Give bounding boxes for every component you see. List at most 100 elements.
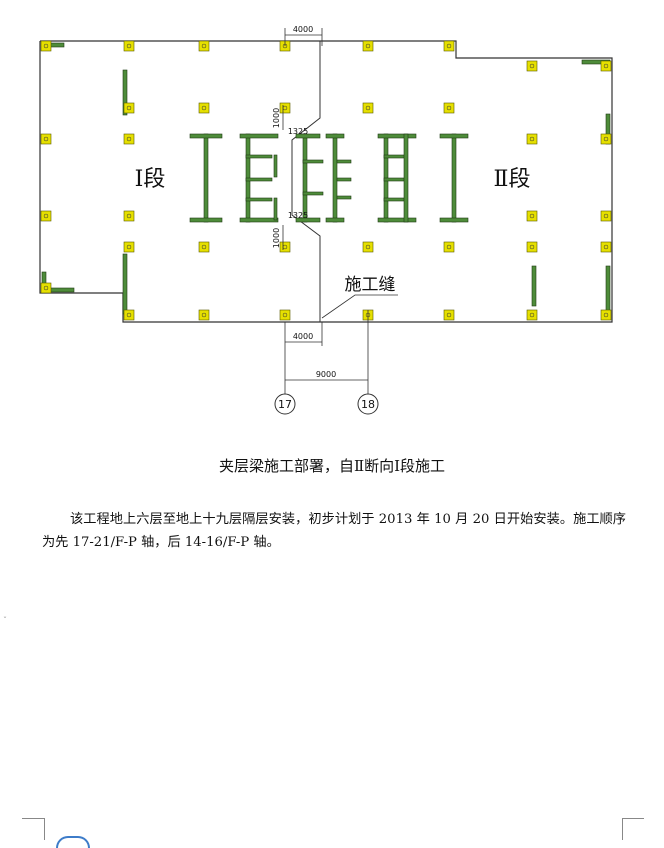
wall-segment: [302, 191, 324, 196]
dimension-vertical-lower: 1000: [272, 228, 281, 248]
column-marker: [600, 210, 612, 222]
column-marker: [40, 133, 52, 145]
wall-segment: [377, 133, 417, 139]
margin-mark: ˇ: [3, 616, 7, 625]
column-center-mark: [201, 105, 207, 111]
page-corner-mark-left-top: [22, 818, 44, 819]
column-marker: [40, 40, 52, 52]
wall-segment: [239, 133, 279, 139]
column-center-mark: [201, 312, 207, 318]
column-marker: [362, 102, 374, 114]
column-center-mark: [43, 213, 49, 219]
wall-segment: [451, 133, 457, 223]
wall-segment: [239, 217, 279, 223]
column-center-mark: [365, 105, 371, 111]
column-marker: [40, 282, 52, 294]
column-center-mark: [446, 105, 452, 111]
column-marker: [443, 309, 455, 321]
column-center-mark: [201, 244, 207, 250]
wall-segment: [325, 217, 345, 223]
dimension-top: 4000: [293, 25, 313, 34]
column-center-mark: [201, 43, 207, 49]
column-center-mark: [446, 312, 452, 318]
column-marker: [123, 210, 135, 222]
dimension-lines: [282, 28, 398, 395]
wall-segment: [325, 133, 345, 139]
column-center-mark: [43, 285, 49, 291]
column-center-mark: [43, 136, 49, 142]
column-center-mark: [126, 312, 132, 318]
column-marker: [279, 241, 291, 253]
wall-segment: [336, 159, 352, 164]
wall-segment: [189, 217, 223, 223]
shear-walls: [41, 42, 611, 317]
column-center-mark: [529, 244, 535, 250]
dimension-small-lower: 1325: [288, 211, 308, 220]
wall-segment: [403, 133, 409, 223]
axis-bubble-17: [274, 393, 296, 415]
column-center-mark: [603, 63, 609, 69]
column-marker: [443, 241, 455, 253]
wall-segment: [383, 177, 407, 182]
wall-segment: [439, 133, 469, 139]
wall-segment: [122, 69, 128, 116]
column-center-mark: [529, 312, 535, 318]
column-center-mark: [603, 244, 609, 250]
column-center-mark: [446, 244, 452, 250]
column-center-mark: [365, 244, 371, 250]
column-center-mark: [603, 312, 609, 318]
footer-logo-icon: [56, 836, 90, 848]
wall-segment: [439, 217, 469, 223]
wall-segment: [295, 217, 321, 223]
wall-segment: [336, 177, 352, 182]
dimension-bottom: 4000: [293, 332, 313, 341]
column-marker: [40, 210, 52, 222]
wall-segment: [605, 265, 611, 317]
page-corner-mark-right: [622, 818, 645, 840]
zone-label-left: Ⅰ段: [135, 167, 166, 192]
column-center-mark: [126, 213, 132, 219]
column-marker: [198, 40, 210, 52]
wall-segment: [377, 217, 417, 223]
column-center-mark: [43, 43, 49, 49]
floor-plan-drawing: 17 18 4000 4000 9000 1000 1000 1325 1325…: [39, 25, 613, 415]
wall-segment: [49, 42, 65, 48]
axis-label-17: 17: [278, 398, 292, 411]
wall-segment: [122, 253, 128, 315]
building-outline: [39, 40, 613, 323]
wall-segment: [245, 177, 273, 182]
wall-segment: [302, 159, 324, 164]
wall-segment: [302, 133, 308, 223]
column-center-mark: [126, 105, 132, 111]
column-marker: [198, 102, 210, 114]
column-marker: [123, 102, 135, 114]
column-marker: [198, 309, 210, 321]
page-corner-mark-right-top: [622, 818, 644, 819]
column-marker: [123, 241, 135, 253]
wall-segment: [531, 265, 537, 307]
column-marker: [526, 60, 538, 72]
column-center-mark: [529, 136, 535, 142]
column-marker: [362, 241, 374, 253]
column-center-mark: [126, 136, 132, 142]
construction-joint-label: 施工缝: [345, 275, 396, 295]
column-marker: [526, 309, 538, 321]
column-marker: [600, 60, 612, 72]
wall-segment: [336, 195, 352, 200]
column-marker: [600, 241, 612, 253]
wall-segment: [273, 197, 278, 221]
column-marker: [123, 309, 135, 321]
wall-segment: [295, 133, 321, 139]
column-marker: [443, 40, 455, 52]
column-center-mark: [126, 43, 132, 49]
dimension-axis: 9000: [316, 370, 336, 379]
axis-label-18: 18: [361, 398, 375, 411]
column-marker: [123, 40, 135, 52]
wall-segment: [189, 133, 223, 139]
column-center-mark: [529, 213, 535, 219]
column-center-mark: [603, 213, 609, 219]
page-corner-mark-left: [22, 818, 45, 840]
dimension-vertical-upper: 1000: [272, 108, 281, 128]
column-marker: [279, 102, 291, 114]
column-center-mark: [603, 136, 609, 142]
